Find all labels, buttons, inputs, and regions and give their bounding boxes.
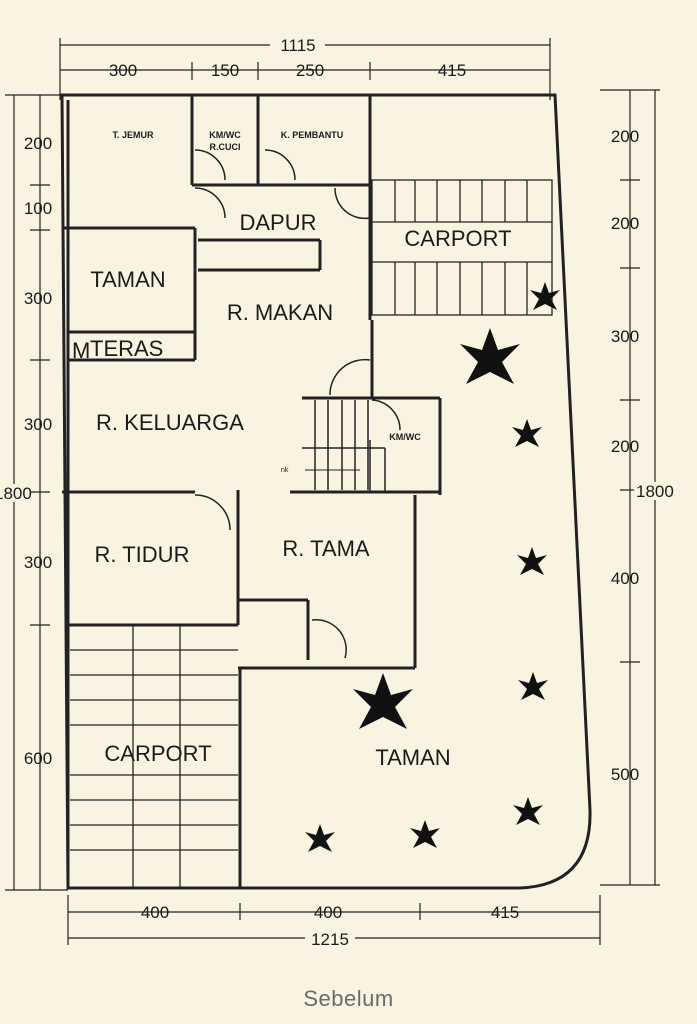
room-teras: TERAS <box>90 336 163 361</box>
dim-top-1: 300 <box>109 61 137 80</box>
plant-icon <box>410 820 440 848</box>
room-carport-bottom: CARPORT <box>104 741 211 766</box>
caption: Sebelum <box>303 986 394 1011</box>
plant-icon <box>530 282 560 310</box>
plant-icon <box>305 824 335 852</box>
plant-icon <box>512 419 542 447</box>
dim-bottom-1: 400 <box>141 903 169 922</box>
plant-icon <box>513 797 543 825</box>
dim-top-4: 415 <box>438 61 466 80</box>
dim-right-2: 200 <box>611 214 639 233</box>
walls <box>60 93 592 890</box>
doors <box>194 149 401 659</box>
room-r-tidur: R. TIDUR <box>95 542 190 567</box>
room-r-tama: R. TAMA <box>282 536 370 561</box>
dim-left-6: 600 <box>24 749 52 768</box>
room-carport-top: CARPORT <box>404 226 511 251</box>
dim-left-4: 300 <box>24 415 52 434</box>
dim-left-total: 1800 <box>0 484 32 503</box>
stairs <box>302 400 386 492</box>
dim-top-total: 1115 <box>280 36 315 55</box>
room-taman-left: TAMAN <box>90 267 165 292</box>
room-rcuci-label: R.CUCI <box>210 142 241 152</box>
dim-left-1: 200 <box>24 134 52 153</box>
room-dapur: DAPUR <box>239 210 316 235</box>
room-r-makan: R. MAKAN <box>227 300 333 325</box>
dim-left-5: 300 <box>24 553 52 572</box>
room-t-jemur: T. JEMUR <box>112 130 154 140</box>
plant-icon <box>518 672 548 700</box>
room-taman-main: TAMAN <box>375 745 450 770</box>
dim-bottom-2: 400 <box>314 903 342 922</box>
plant-icon <box>517 547 547 575</box>
room-r-keluarga: R. KELUARGA <box>96 410 244 435</box>
teras-steps-icon: M <box>72 338 90 363</box>
dim-top-3: 250 <box>296 61 324 80</box>
dim-right-4: 200 <box>611 437 639 456</box>
room-k-pembantu: K. PEMBANTU <box>281 130 344 140</box>
tree-icon <box>353 673 413 729</box>
carport-tiles <box>70 179 553 888</box>
dim-left-2: 100 <box>24 199 52 218</box>
dim-left-3: 300 <box>24 289 52 308</box>
dim-right-total: 1800 <box>636 482 674 501</box>
room-kmwc: KM/WC <box>389 432 421 442</box>
dim-bottom-total: 1215 <box>311 930 349 949</box>
plants <box>305 282 560 852</box>
dim-right-3: 300 <box>611 327 639 346</box>
dim-top-2: 150 <box>211 61 239 80</box>
dim-right-5: 400 <box>611 569 639 588</box>
room-kmwc-label: KM/WC <box>209 130 241 140</box>
tree-icon <box>460 328 520 384</box>
dim-right-6: 500 <box>611 765 639 784</box>
dim-bottom-3: 415 <box>491 903 519 922</box>
dim-right-1: 200 <box>611 127 639 146</box>
stair-note: nk <box>281 467 289 474</box>
